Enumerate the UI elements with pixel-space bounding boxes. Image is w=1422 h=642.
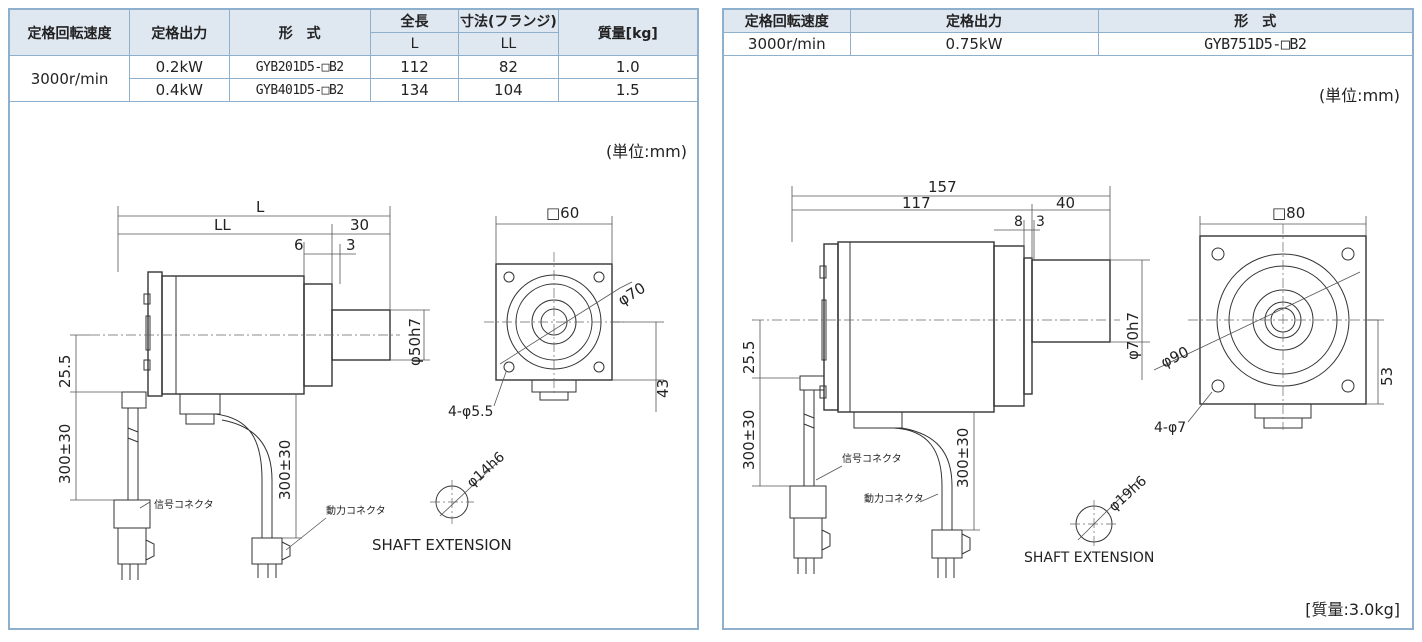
cell-ll: 104 [458,78,559,102]
shaft-extension-view: φ19h6 SHAFT EXTENSION [1024,473,1154,566]
dim-25-5-label: 25.5 [740,341,758,374]
cell-mass: 1.5 [557,78,697,102]
dim-30-label: 30 [350,216,369,234]
dim-cable-power-label: 300±30 [954,428,972,488]
header-dimension: 寸法(フランジ) [458,10,559,33]
right-motor-drawing: 157 117 40 8 3 25.5 300±30 300±30 φ70h7 … [740,178,1396,578]
mount-holes-label: 4-φ5.5 [448,404,493,420]
pcd-label: φ70 [615,279,649,310]
cell-mass: 1.0 [557,55,697,79]
dim-shaft-fit-label: φ70h7 [1124,312,1142,360]
dim-cable-signal-label: 300±30 [740,410,758,470]
dim-6-label: 6 [294,236,304,254]
cell-output: 0.4kW [129,78,230,102]
unit-note: (単位:mm) [1318,86,1400,105]
flange-square-label: □80 [1272,204,1305,222]
dim-l-label: L [256,198,265,216]
header-output: 定格出力 [849,10,1099,33]
dim-8-label: 8 [1014,214,1023,230]
cell-output: 0.75kW [849,32,1099,56]
left-motor-drawing: L LL 30 6 3 25.5 300±30 300±30 φ50h7 信号コ… [56,198,672,580]
unit-note: (単位:mm) [605,142,687,161]
center-height-label: 43 [654,379,672,398]
right-spec-panel: 定格回転速度 定格出力 形 式 3000r/min 0.75kW GYB751D… [722,8,1414,630]
cell-speed: 3000r/min [724,32,851,56]
mass-note: [質量:3.0kg] [1305,600,1400,619]
header-speed: 定格回転速度 [10,10,131,56]
shaft-dia-label: φ14h6 [464,449,508,491]
cell-speed: 3000r/min [10,55,131,102]
header-speed: 定格回転速度 [724,10,851,33]
header-model: 形 式 [1097,10,1412,33]
dim-cable-power-label: 300±30 [276,440,294,500]
power-connector-label: 動力コネクタ [864,492,924,505]
dim-3-label: 3 [346,236,356,254]
table-row: 3000r/min 0.2kW GYB201D5-□B2 112 82 1.0 [10,55,697,102]
right-spec-table: 定格回転速度 定格出力 形 式 3000r/min 0.75kW GYB751D… [724,10,1412,56]
signal-connector-label: 信号コネクタ [842,453,902,465]
dim-ll-label: LL [214,216,231,234]
left-spec-table: 定格回転速度 定格出力 形 式 全長 寸法(フランジ) 質量[kg] L LL … [10,10,697,102]
header-length: 全長 [369,10,460,33]
motor-front-view: □80 φ90 53 4-φ7 [1153,204,1396,436]
side-dimensions: L LL 30 6 3 25.5 300±30 300±30 φ50h7 信号コ… [56,198,430,551]
flange-square-label: □60 [546,204,579,222]
shaft-extension-view: φ14h6 SHAFT EXTENSION [372,449,512,554]
motor-front-view: □60 φ70 43 4-φ5.5 [448,204,672,420]
dim-shaft-fit-label: φ50h7 [406,318,424,366]
cell-model: GYB201D5-□B2 [228,55,371,79]
dim-40-label: 40 [1056,194,1075,212]
signal-connector-label: 信号コネクタ [154,499,214,511]
motor-side-view [754,241,1120,578]
cell-length: 134 [369,78,460,102]
cell-model: GYB401D5-□B2 [228,78,371,102]
cell-output: 0.2kW [129,55,230,79]
power-connector-label: 動力コネクタ [326,504,386,517]
header-output: 定格出力 [129,10,230,56]
center-height-label: 53 [1378,367,1396,386]
dim-3-label: 3 [1036,214,1045,230]
shaft-extension-label: SHAFT EXTENSION [372,536,512,554]
dim-157-label: 157 [928,178,957,196]
dim-25-5-label: 25.5 [56,355,74,388]
motor-side-view [90,271,400,580]
header-dimension-sub: LL [458,32,559,56]
side-dimensions: 157 117 40 8 3 25.5 300±30 300±30 φ70h7 … [740,178,1150,531]
dim-cable-signal-label: 300±30 [56,424,74,484]
left-spec-panel: 定格回転速度 定格出力 形 式 全長 寸法(フランジ) 質量[kg] L LL … [8,8,699,630]
pcd-label: φ90 [1158,343,1192,372]
cell-model: GYB751D5-□B2 [1097,32,1412,56]
mount-holes-label: 4-φ7 [1154,420,1186,436]
dim-117-label: 117 [902,194,931,212]
shaft-extension-label: SHAFT EXTENSION [1024,550,1154,566]
header-model: 形 式 [228,10,371,56]
header-length-sub: L [370,32,460,56]
table-row: 0.4kW GYB401D5-□B2 134 104 1.5 [10,78,697,102]
shaft-dia-label: φ19h6 [1106,473,1150,515]
cell-length: 112 [369,55,460,79]
table-row: 3000r/min 0.75kW GYB751D5-□B2 [724,32,1412,56]
